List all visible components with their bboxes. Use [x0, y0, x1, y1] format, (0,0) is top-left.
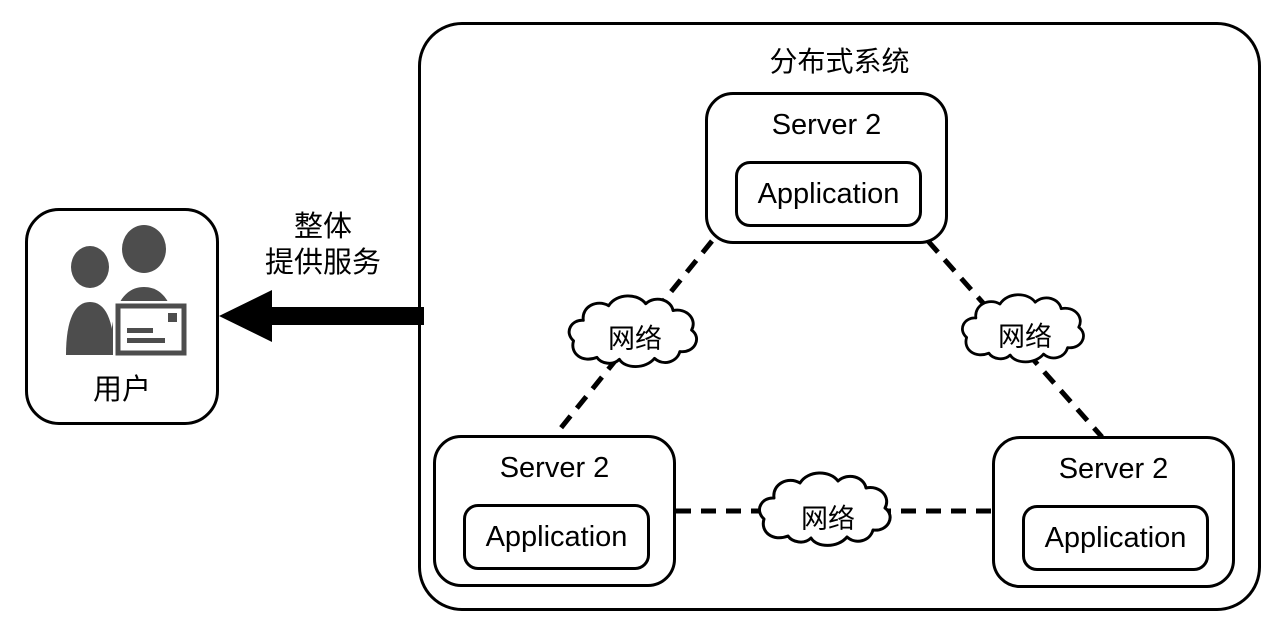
network-label-bottom: 网络: [801, 504, 855, 534]
users-letter-icon: [66, 225, 189, 358]
network-label-left: 网络: [608, 324, 662, 354]
server-node-top: Server 2 Application: [705, 92, 948, 244]
network-label-right: 网络: [998, 322, 1052, 352]
system-title: 分布式系统: [769, 46, 910, 77]
application-box: Application: [1022, 505, 1209, 571]
server-label: Server 2: [499, 452, 610, 484]
application-box: Application: [463, 504, 650, 570]
arrow-caption-line2: 提供服务: [264, 247, 381, 279]
server-node-bottom-right: Server 2 Application: [992, 436, 1235, 588]
application-box: Application: [735, 161, 922, 227]
serve-arrow: [219, 290, 424, 342]
arrow-caption: 整体 提供服务: [237, 209, 409, 281]
user-label: 用户: [92, 374, 151, 406]
server-label: Server 2: [1058, 453, 1169, 485]
server-node-bottom-left: Server 2 Application: [433, 435, 676, 587]
network-link-left-dashed: [554, 239, 714, 436]
arrow-caption-line1: 整体: [293, 211, 352, 243]
server-label: Server 2: [771, 109, 882, 141]
user-node: 用户: [25, 208, 219, 425]
